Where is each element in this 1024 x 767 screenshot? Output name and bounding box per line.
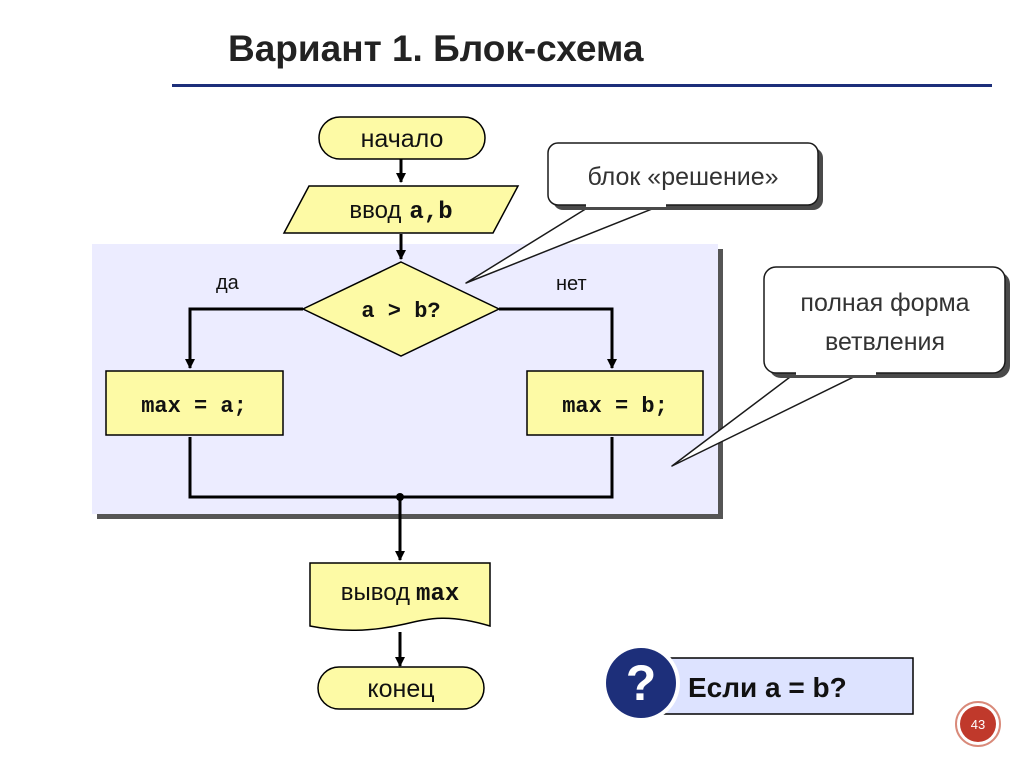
no-label: нет [556, 273, 587, 295]
question-mark-icon: ? [602, 644, 680, 722]
question-mark-symbol: ? [626, 655, 657, 711]
input-label: ввод [349, 197, 401, 224]
arrow-no-branch [499, 307, 617, 369]
yes-action-block: max = a; [105, 370, 284, 436]
title-underline [172, 84, 992, 87]
merge-point [396, 493, 404, 501]
input-vars: a,b [409, 199, 452, 226]
input-text: ввод a,b [349, 197, 452, 226]
callout-decision-text: блок «решение» [587, 163, 778, 191]
start-block: начало [318, 116, 486, 160]
decision-block: a > b? [301, 261, 501, 357]
output-label: вывод [341, 579, 410, 606]
no-action-block: max = b; [526, 370, 704, 436]
arrow-yes-branch [185, 307, 303, 369]
output-var: max [416, 581, 459, 608]
slide-title: Вариант 1. Блок-схема [228, 28, 644, 69]
page-number-badge: 43 [955, 701, 1001, 747]
callout-decision: блок «решение» [465, 142, 823, 284]
input-block: ввод a,b [282, 185, 520, 234]
end-block: конец [317, 666, 485, 710]
callout-full-form-line1: полная форма [800, 289, 969, 317]
connectors [185, 158, 617, 667]
question-text: Если a = b? [688, 672, 847, 703]
start-label: начало [361, 125, 444, 153]
yes-action-text: max = a; [141, 394, 247, 419]
question-box: Если a = b? [659, 657, 914, 715]
page-number: 43 [971, 717, 985, 732]
decision-condition: a > b? [361, 299, 440, 324]
callout-full-form-line2: ветвления [825, 328, 945, 356]
yes-label: да [216, 272, 240, 294]
no-action-text: max = b; [562, 394, 668, 419]
line-yes-merge [188, 437, 400, 499]
end-label: конец [367, 675, 434, 703]
line-no-merge [400, 437, 614, 499]
callout-full-form: полная форма ветвления [671, 266, 1010, 467]
